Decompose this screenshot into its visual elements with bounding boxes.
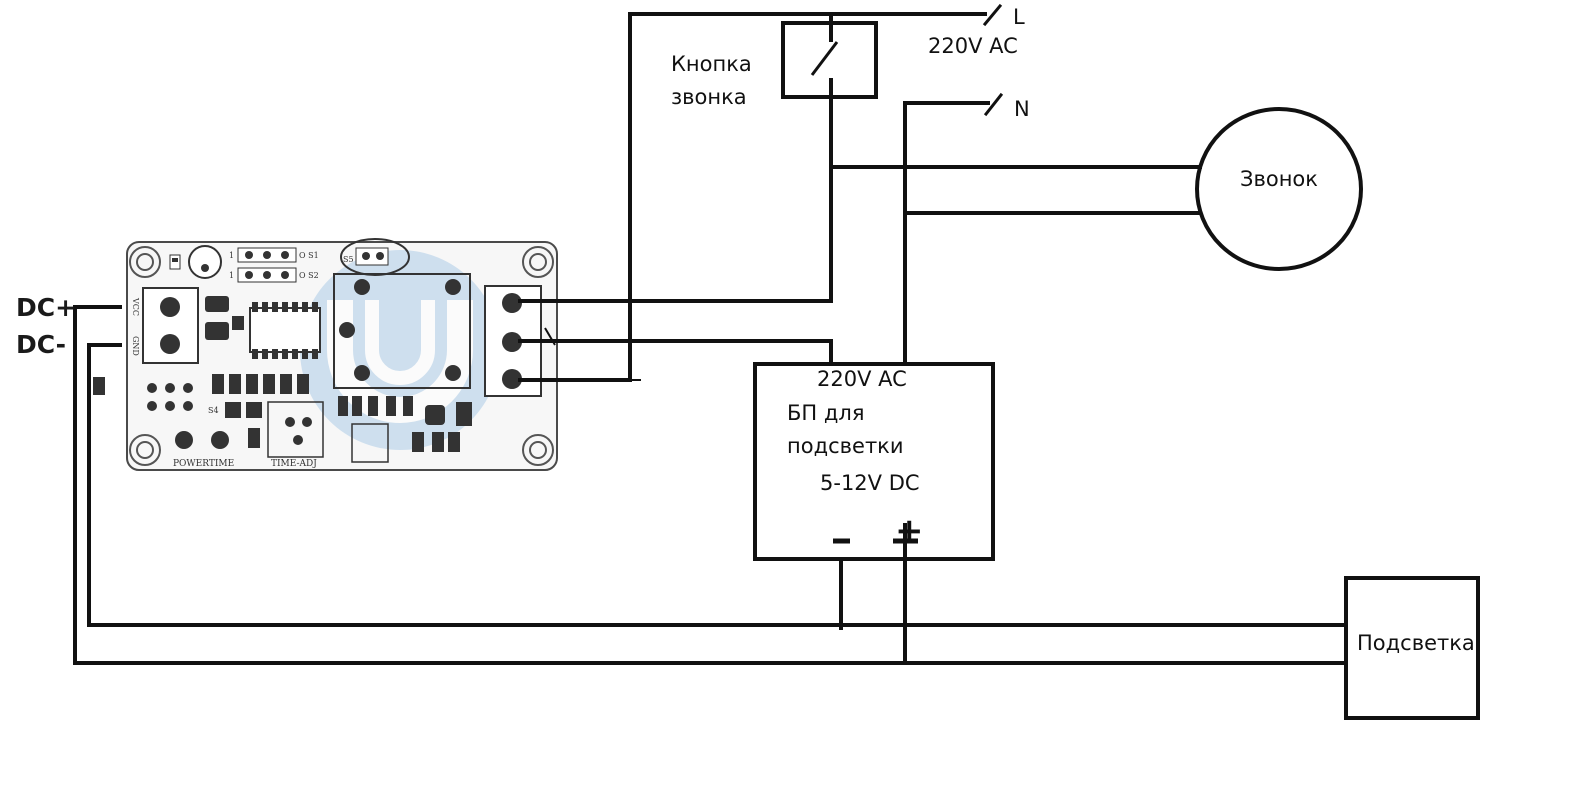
silk-1b: 1 (229, 271, 234, 280)
button-label-line1: Кнопка (671, 52, 752, 76)
button-label: Кнопка звонка (671, 48, 752, 114)
silk-os2: O S2 (299, 271, 319, 280)
silk-timeadj: TIME-ADJ (271, 459, 317, 469)
relay-body (333, 273, 471, 389)
silk-powertime: POWERTIME (173, 459, 234, 469)
mounting-holes (129, 246, 554, 466)
wire-dc-minus (87, 343, 1347, 627)
relay-terminal-nc (502, 369, 522, 389)
dc-plus-label: DC+ (16, 293, 77, 322)
silk-s4: S4 (208, 406, 219, 415)
mains-voltage-label: 220V AC (928, 34, 1018, 58)
trimmer-top (188, 245, 222, 279)
relay-module: VCC GND 1 1 O S1 O S2 S5 (93, 238, 558, 471)
relay-terminal-com (502, 332, 522, 352)
button-switch-blade (810, 41, 839, 76)
psu-input-label: 220V AC (817, 367, 907, 391)
silk-1a: 1 (229, 251, 234, 260)
relay-internal-link (544, 327, 556, 346)
bell-label: Звонок (1240, 167, 1318, 191)
jumper-headers-s1-s2: 1 1 O S1 O S2 (229, 247, 319, 283)
mains-l-label: L (1013, 5, 1025, 29)
psu-title: БП для подсветки (787, 397, 904, 463)
mains-n-label: N (1014, 97, 1030, 121)
psu-box (753, 362, 995, 561)
silk-vcc: VCC (131, 297, 140, 316)
vcc-terminal-screw (160, 297, 180, 317)
silk-s5: S5 (343, 255, 354, 264)
timer-ic (249, 307, 321, 353)
psu-output-label: 5-12V DC (820, 471, 920, 495)
backlight-label: Подсветка (1357, 631, 1475, 655)
gnd-terminal-screw (160, 334, 180, 354)
switch-l-contact (982, 3, 1003, 27)
psu-title-line2: подсветки (787, 434, 904, 458)
bell-circle (1195, 107, 1363, 271)
silk-os1: O S1 (299, 251, 319, 260)
wire-l-mains (628, 12, 987, 382)
wires (73, 3, 1347, 665)
psu-title-line1: БП для (787, 401, 865, 425)
wire-dc-plus (73, 305, 1347, 665)
doorbell-button (781, 14, 878, 99)
button-label-line2: звонка (671, 85, 747, 109)
wire-button-to-bell (829, 165, 1202, 303)
relay-terminal-no (502, 293, 522, 313)
wire-relay-com (518, 339, 833, 364)
silk-gnd: GND (131, 336, 140, 356)
dc-minus-label: DC- (16, 330, 67, 359)
switch-n-contact (983, 92, 1004, 117)
psu-plus-label: + (895, 511, 924, 551)
backlight-box (1344, 576, 1480, 720)
wire-n-mains (903, 101, 990, 364)
